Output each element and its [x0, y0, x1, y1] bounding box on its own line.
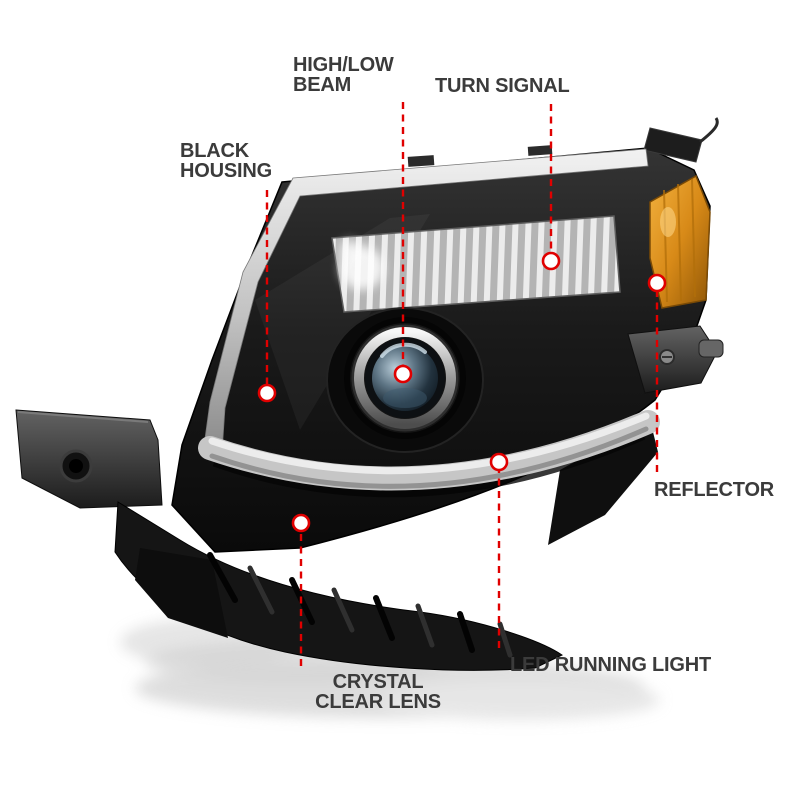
label-line: CLEAR LENS [315, 691, 441, 713]
label-line: HOUSING [180, 160, 272, 182]
label-led-running-light: LED RUNNING LIGHT [510, 655, 711, 675]
label-high-low-beam: HIGH/LOW BEAM [293, 55, 394, 95]
label-reflector: REFLECTOR [654, 480, 774, 500]
amber-reflector [649, 174, 711, 309]
label-line: TURN SIGNAL [435, 75, 570, 97]
led-light-bar [198, 148, 660, 498]
top-clip-2 [527, 145, 553, 156]
top-clip [407, 155, 435, 167]
callout-dot-reflector [647, 273, 667, 293]
callout-dot-turn-signal [541, 251, 561, 271]
label-line: REFLECTOR [654, 479, 775, 501]
callout-dot-crystal-clear-lens [291, 513, 311, 533]
label-black-housing: BLACK HOUSING [180, 141, 272, 181]
label-turn-signal: TURN SIGNAL [435, 75, 570, 97]
label-crystal-clear-lens: CRYSTAL CLEAR LENS [310, 672, 446, 712]
label-line: HIGH/LOW [293, 54, 394, 76]
label-line: BLACK [180, 140, 249, 162]
callout-dot-led-running-light [489, 452, 509, 472]
mounting-bracket-right [627, 325, 724, 394]
top-mount-tab [643, 117, 719, 163]
label-line: LED RUNNING LIGHT [510, 654, 712, 676]
mounting-bracket-left [15, 409, 163, 509]
reflection-shadow [120, 618, 660, 720]
adjuster-cylinder [698, 339, 724, 358]
callout-layer [257, 102, 667, 666]
label-line: CRYSTAL [332, 671, 424, 693]
callout-dot-black-housing [257, 383, 277, 403]
callout-dot-high-low-beam [393, 364, 413, 384]
label-line: BEAM [293, 74, 352, 96]
base-housing [114, 420, 658, 671]
